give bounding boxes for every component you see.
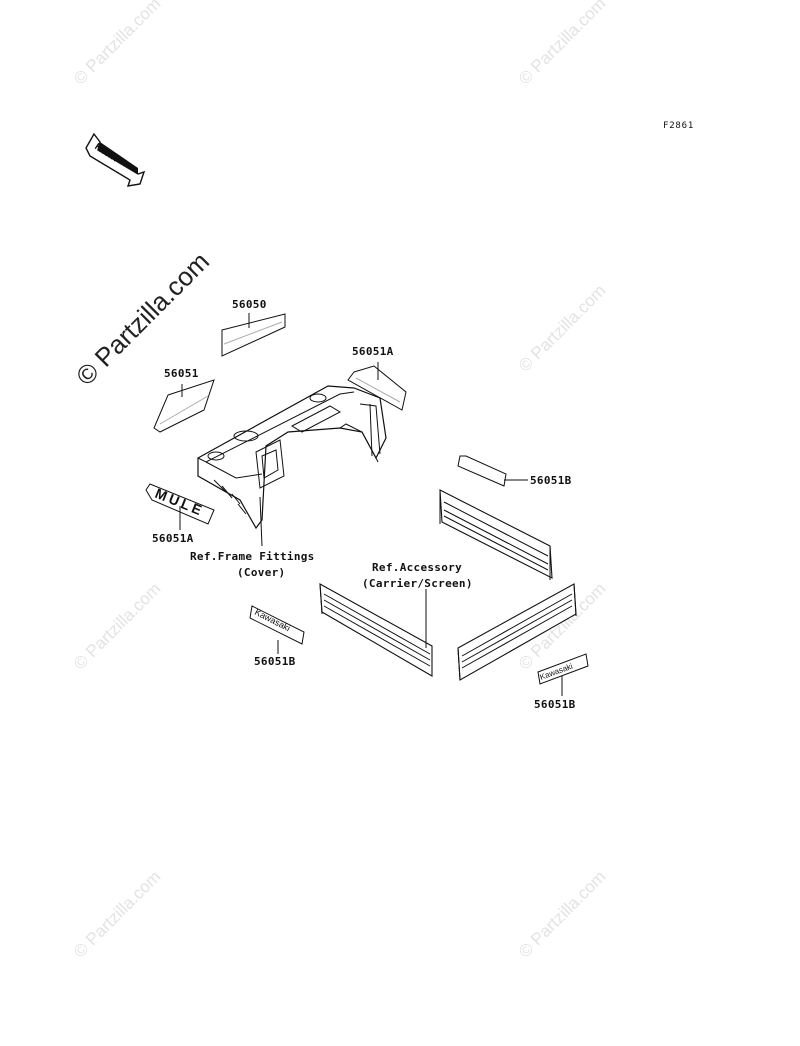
- side-panel-right-back: [439, 489, 553, 580]
- cover-body: [197, 385, 387, 530]
- label-56051a-top: 56051A: [352, 345, 394, 358]
- label-56050: 56050: [232, 298, 267, 311]
- decal-56050: [221, 313, 286, 357]
- label-ref-accessory-line2: (Carrier/Screen): [362, 577, 473, 590]
- leader-ref-frame: [259, 496, 263, 547]
- front-arrow-icon: FRONT: [85, 132, 146, 187]
- label-56051: 56051: [164, 367, 199, 380]
- decal-56051b-bottom: Kawasaki: [537, 653, 589, 696]
- label-56051b-left: 56051B: [254, 655, 296, 668]
- decal-56051: [153, 379, 215, 433]
- decal-56051a-top: [347, 362, 407, 411]
- label-56051b-right: 56051B: [530, 474, 572, 487]
- label-56051a-left: 56051A: [152, 532, 194, 545]
- label-56051b-bottom: 56051B: [534, 698, 576, 711]
- side-panel-right-front: [457, 583, 577, 681]
- label-ref-accessory-line1: Ref.Accessory: [372, 561, 462, 574]
- decal-56051b-left: Kawasaki: [249, 605, 305, 654]
- label-ref-frame-line1: Ref.Frame Fittings: [190, 550, 315, 563]
- label-ref-frame-line2: (Cover): [237, 566, 286, 579]
- decal-56051a-left: MULE: [145, 483, 215, 530]
- side-panel-left: [319, 583, 433, 677]
- decal-56051b-right: [457, 455, 528, 487]
- diagram-code: F2861: [663, 121, 695, 131]
